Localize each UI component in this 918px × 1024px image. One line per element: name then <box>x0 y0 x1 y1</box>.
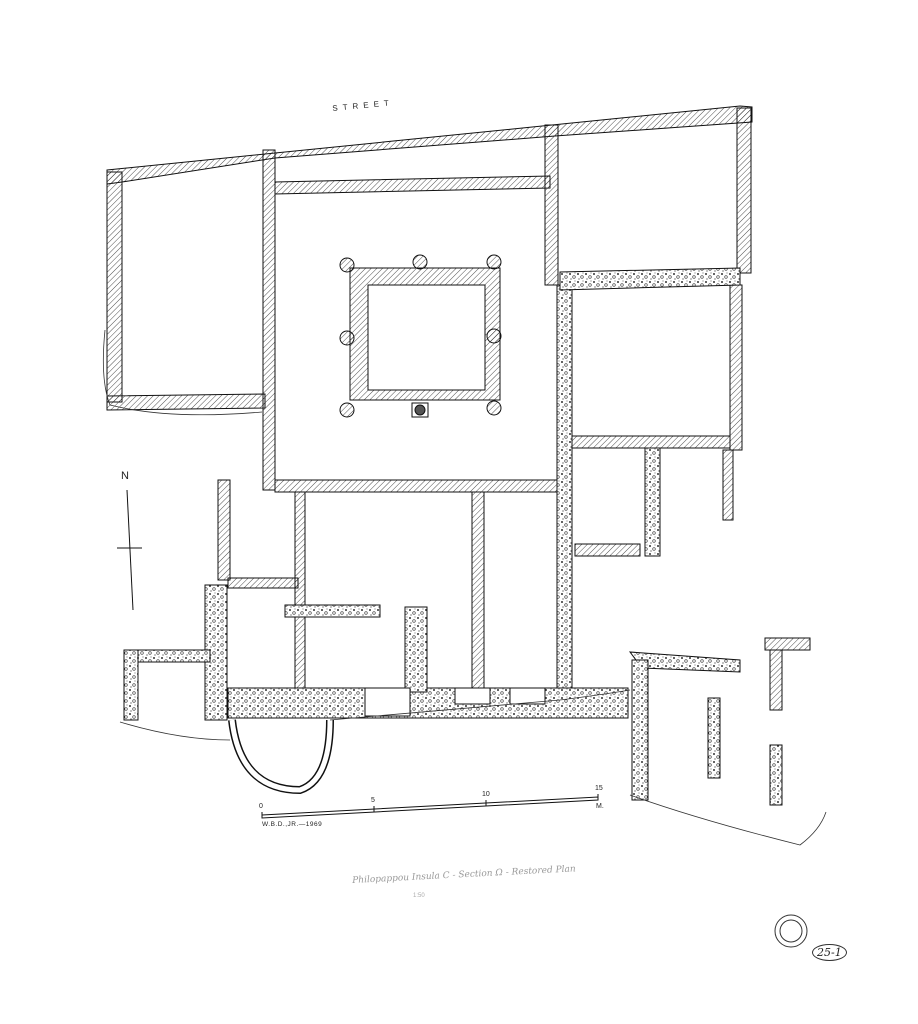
wall-small-south <box>227 577 299 589</box>
stamp <box>774 914 808 948</box>
wall-rubble-cross-2 <box>404 606 428 693</box>
wall-east-mid <box>729 284 743 451</box>
wall-left-block-south <box>106 393 266 411</box>
rock-edge <box>119 689 631 741</box>
wall-rubble-south <box>227 687 629 719</box>
north-label: N <box>121 470 129 482</box>
wall-rubble-north-east <box>559 267 741 291</box>
wall-rubble-right-west <box>631 659 649 801</box>
wall-right-t-top <box>764 637 811 651</box>
north-arrow-shaft <box>126 489 134 611</box>
column <box>339 330 355 346</box>
street-wall <box>106 105 753 185</box>
scale-unit: M. <box>596 803 604 810</box>
hatched-walls <box>106 105 811 711</box>
notch <box>454 687 491 705</box>
caption-note: 1:50 <box>413 893 425 899</box>
rock-outcrops <box>102 329 827 846</box>
wall-rubble-east-1 <box>556 284 573 691</box>
wall-central-east <box>544 124 559 286</box>
wall-rubble-right-inner <box>707 697 721 779</box>
rock-edge <box>102 329 263 416</box>
wall-east-low <box>722 449 734 521</box>
wall-lower-divider-2 <box>471 491 485 693</box>
columns <box>339 254 502 418</box>
column <box>486 328 502 344</box>
scale-tick-5: 5 <box>371 797 375 804</box>
rock-edge <box>629 794 827 846</box>
wall-rubble-right-se <box>769 744 783 806</box>
wall-courtyard-west <box>262 149 276 491</box>
wall-room-east-south <box>569 435 731 449</box>
wall-small-west <box>217 479 231 581</box>
column <box>339 402 355 418</box>
column <box>339 257 355 273</box>
wall-courtyard-south <box>274 479 561 493</box>
peristyle <box>339 254 502 418</box>
notch <box>509 687 546 705</box>
scale-tick-0: 0 <box>259 803 263 810</box>
apse-curved-wall-inner <box>229 719 333 793</box>
wall-rubble-stone-2 <box>644 447 661 557</box>
well <box>414 404 426 416</box>
north-arrow <box>117 489 142 611</box>
notch <box>364 687 411 717</box>
wall-right-t-stem <box>769 649 783 711</box>
wall-small-room-south <box>574 543 641 557</box>
column <box>486 400 502 416</box>
wall-lower-divider-1 <box>294 491 306 693</box>
scale-tick-15: 15 <box>595 785 603 792</box>
draughtsman-signature: W.B.D.,JR.—1969 <box>262 821 323 828</box>
wall-rubble-cross <box>284 604 381 618</box>
wall-courtyard-north <box>274 175 551 195</box>
column <box>412 254 428 270</box>
wall-rubble-annex <box>129 649 211 663</box>
wall-rubble-annex-w <box>123 649 139 721</box>
bottom-notches <box>364 687 546 717</box>
stamp-circle <box>774 914 808 948</box>
peristyle-inner-court <box>367 284 486 391</box>
rubble-walls <box>123 267 783 806</box>
scale-tick-10: 10 <box>482 791 490 798</box>
scale-bar-body <box>261 796 599 819</box>
wall-left-block-west <box>106 171 123 403</box>
scale-bar <box>261 794 599 819</box>
sheet-number: 25-1 <box>812 944 847 961</box>
column <box>486 254 502 270</box>
wall-east-upper <box>736 107 752 274</box>
